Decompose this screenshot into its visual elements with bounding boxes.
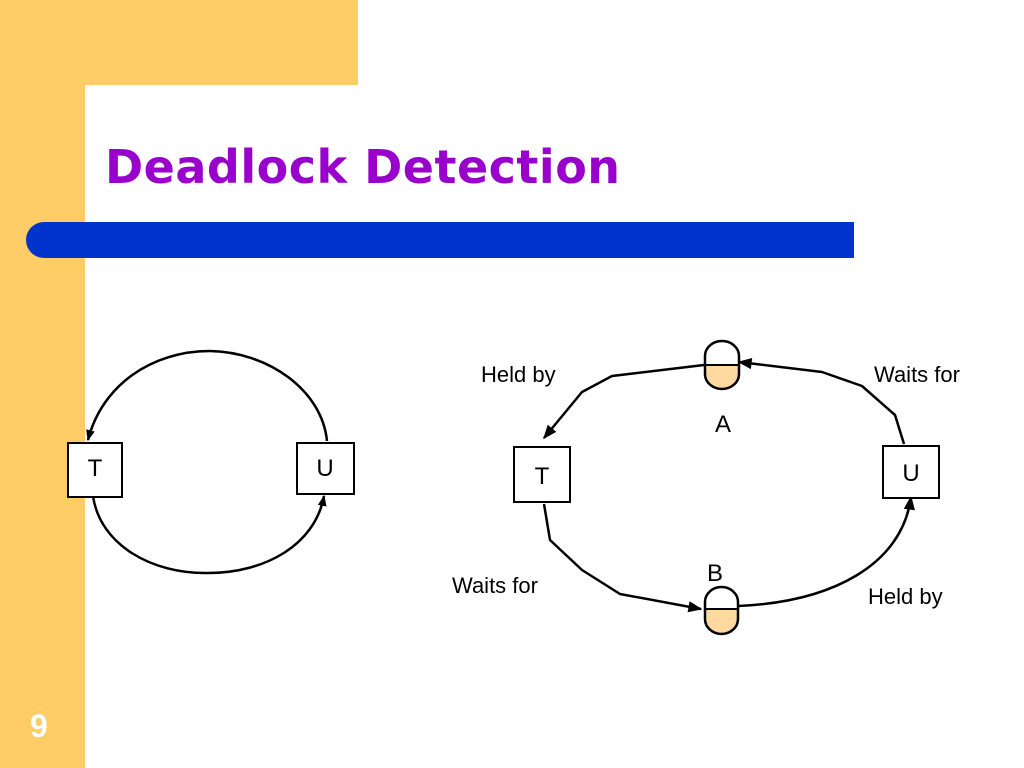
label-a-held-by-t: Held by [481, 362, 556, 387]
page-number: 9 [30, 708, 48, 744]
resource-b: B [703, 560, 740, 636]
title-underline-bar [26, 222, 854, 258]
node-t-label: T [88, 455, 103, 482]
slide-title: Deadlock Detection [105, 140, 621, 194]
edge-u-waits-for-a [737, 357, 906, 445]
label-u-waits-for-a: Waits for [874, 362, 960, 387]
sidebar-corner [85, 0, 358, 85]
node-t: T [67, 442, 123, 498]
edge-t-to-u [91, 494, 327, 575]
node-u: U [296, 442, 355, 495]
transaction-u: U [882, 445, 940, 499]
node-u-label: U [316, 455, 333, 482]
transaction-t-label: T [535, 463, 550, 490]
edge-t-waits-for-b [542, 503, 703, 613]
transaction-t: T [513, 446, 571, 503]
resource-b-label: B [707, 560, 723, 587]
transaction-u-label: U [902, 460, 919, 487]
resource-a-label: A [715, 411, 731, 438]
sidebar-strip [0, 0, 85, 768]
resource-a: A [703, 339, 741, 438]
edge-b-held-by-u [737, 495, 915, 608]
label-b-held-by-u: Held by [868, 584, 943, 609]
edge-a-held-by-t [543, 363, 705, 440]
resource-graph: T U A B Held by Waits for Waits for Held… [452, 339, 960, 636]
label-t-waits-for-b: Waits for [452, 573, 538, 598]
simple-wait-for-graph: T U [67, 349, 355, 575]
edge-u-to-t [86, 349, 329, 442]
